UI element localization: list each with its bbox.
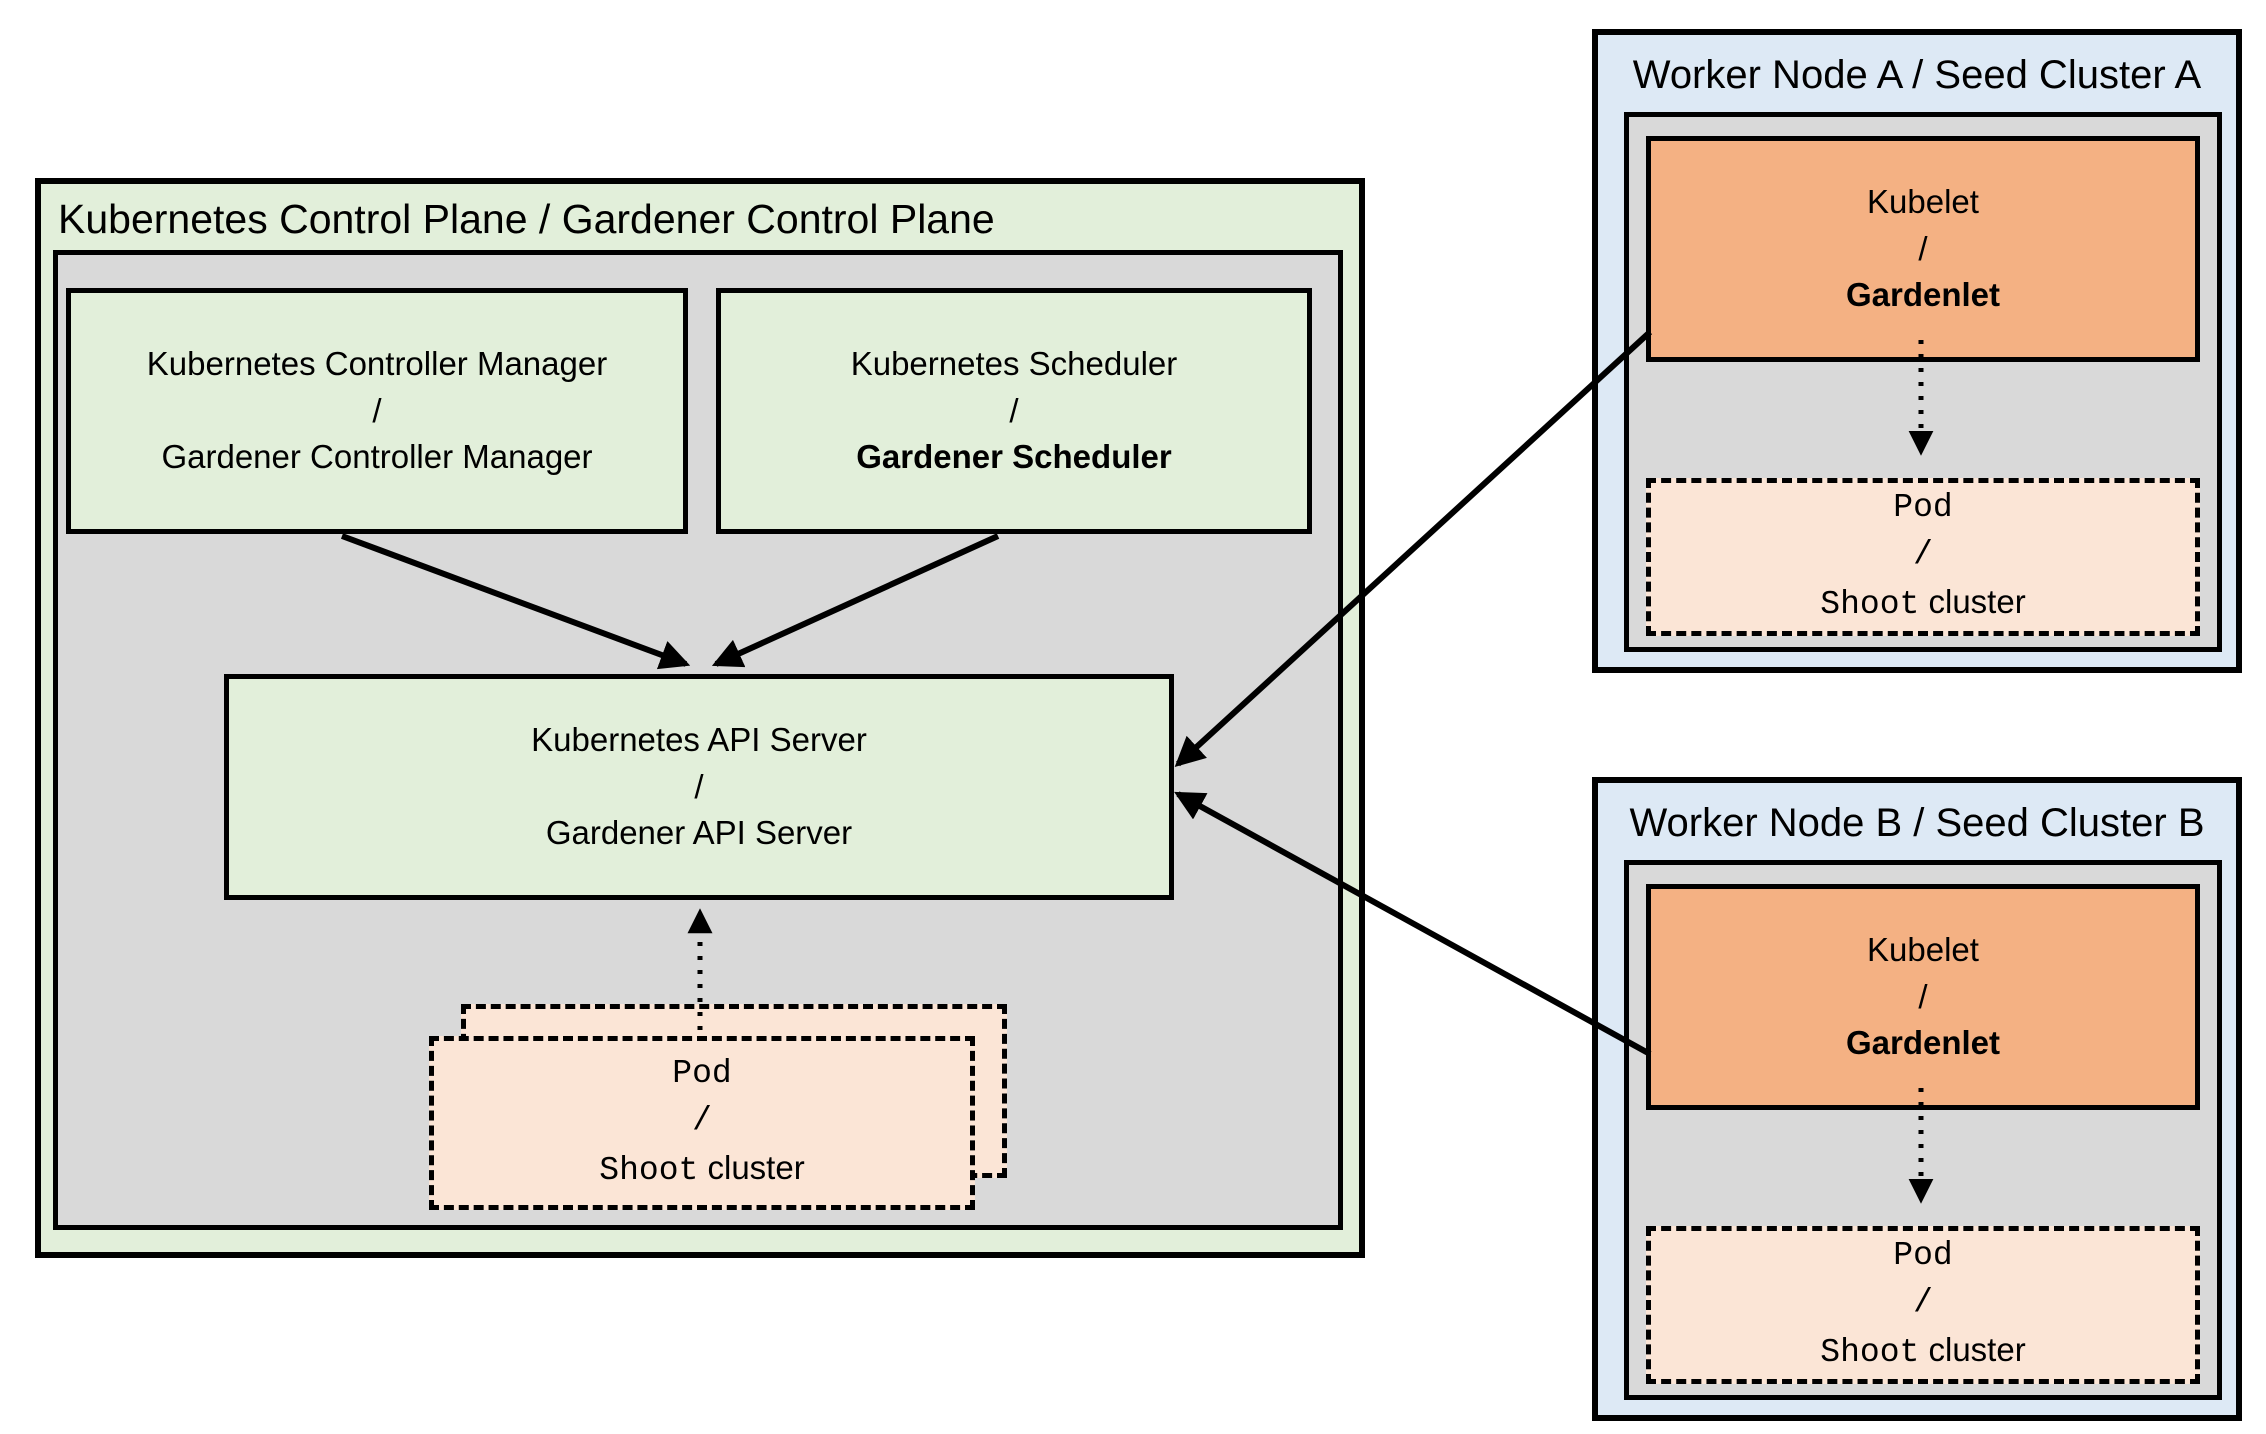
scheduler-line1: Kubernetes Scheduler <box>850 344 1178 382</box>
pod-stack-separator: / <box>692 1102 712 1140</box>
control-plane-inner-area: Kubernetes Controller Manager / Gardener… <box>53 250 1343 1230</box>
worker-b-pod-line2: Shoot cluster <box>1820 1327 2025 1377</box>
worker-a-kubelet-line2: Gardenlet <box>1845 276 2001 314</box>
worker-b-kubelet-line2: Gardenlet <box>1845 1024 2001 1062</box>
controller-manager-box: Kubernetes Controller Manager / Gardener… <box>66 288 688 534</box>
scheduler-box: Kubernetes Scheduler / Gardener Schedule… <box>716 288 1312 534</box>
control-plane-box: Kubernetes Control Plane / Gardener Cont… <box>35 178 1365 1258</box>
worker-a-kubelet-box: Kubelet / Gardenlet <box>1646 136 2200 362</box>
worker-a-pod-line2-mono: Shoot <box>1820 585 1920 623</box>
worker-b-pod-box: Pod / Shoot cluster <box>1646 1226 2200 1384</box>
worker-node-b-box: Worker Node B / Seed Cluster B Kubelet /… <box>1592 777 2242 1421</box>
worker-node-a-title: Worker Node A / Seed Cluster A <box>1632 53 2202 97</box>
scheduler-line2: Gardener Scheduler <box>856 438 1172 476</box>
pod-stack-line2-mono: Shoot <box>599 1151 699 1189</box>
api-server-line2: Gardener API Server <box>545 814 853 852</box>
controller-manager-line2: Gardener Controller Manager <box>161 438 593 476</box>
control-plane-title: Kubernetes Control Plane / Gardener Cont… <box>58 196 995 242</box>
api-server-separator: / <box>694 767 704 805</box>
worker-node-b-title: Worker Node B / Seed Cluster B <box>1629 801 2205 845</box>
worker-b-kubelet-line1: Kubelet <box>1867 930 1979 968</box>
scheduler-separator: / <box>1009 391 1019 429</box>
worker-b-pod-line2-plain: cluster <box>1928 1330 2026 1368</box>
worker-a-pod-line2: Shoot cluster <box>1820 579 2025 629</box>
worker-a-pod-separator: / <box>1913 536 1933 574</box>
worker-b-pod-line1: Pod <box>1893 1237 1953 1275</box>
worker-a-pod-box: Pod / Shoot cluster <box>1646 478 2200 636</box>
worker-node-a-inner-area: Kubelet / Gardenlet Pod / Shoot cluster <box>1624 112 2222 652</box>
worker-node-a-box: Worker Node A / Seed Cluster A Kubelet /… <box>1592 29 2242 673</box>
pod-stack-line2-plain: cluster <box>707 1148 805 1186</box>
pod-stack-front-box: Pod / Shoot cluster <box>429 1036 975 1210</box>
controller-manager-line1: Kubernetes Controller Manager <box>146 344 608 382</box>
worker-node-b-inner-area: Kubelet / Gardenlet Pod / Shoot cluster <box>1624 860 2222 1400</box>
worker-b-pod-line2-mono: Shoot <box>1820 1333 1920 1371</box>
worker-a-pod-line1: Pod <box>1893 489 1953 527</box>
worker-b-kubelet-box: Kubelet / Gardenlet <box>1646 884 2200 1110</box>
pod-stack-line1: Pod <box>672 1055 732 1093</box>
worker-a-kubelet-separator: / <box>1918 229 1928 267</box>
worker-b-pod-separator: / <box>1913 1284 1933 1322</box>
api-server-line1: Kubernetes API Server <box>531 720 867 758</box>
pod-stack-line2: Shoot cluster <box>599 1145 804 1195</box>
worker-b-kubelet-separator: / <box>1918 977 1928 1015</box>
worker-a-pod-line2-plain: cluster <box>1928 582 2026 620</box>
worker-a-kubelet-line1: Kubelet <box>1867 182 1979 220</box>
api-server-box: Kubernetes API Server / Gardener API Ser… <box>224 674 1174 900</box>
controller-manager-separator: / <box>372 391 382 429</box>
